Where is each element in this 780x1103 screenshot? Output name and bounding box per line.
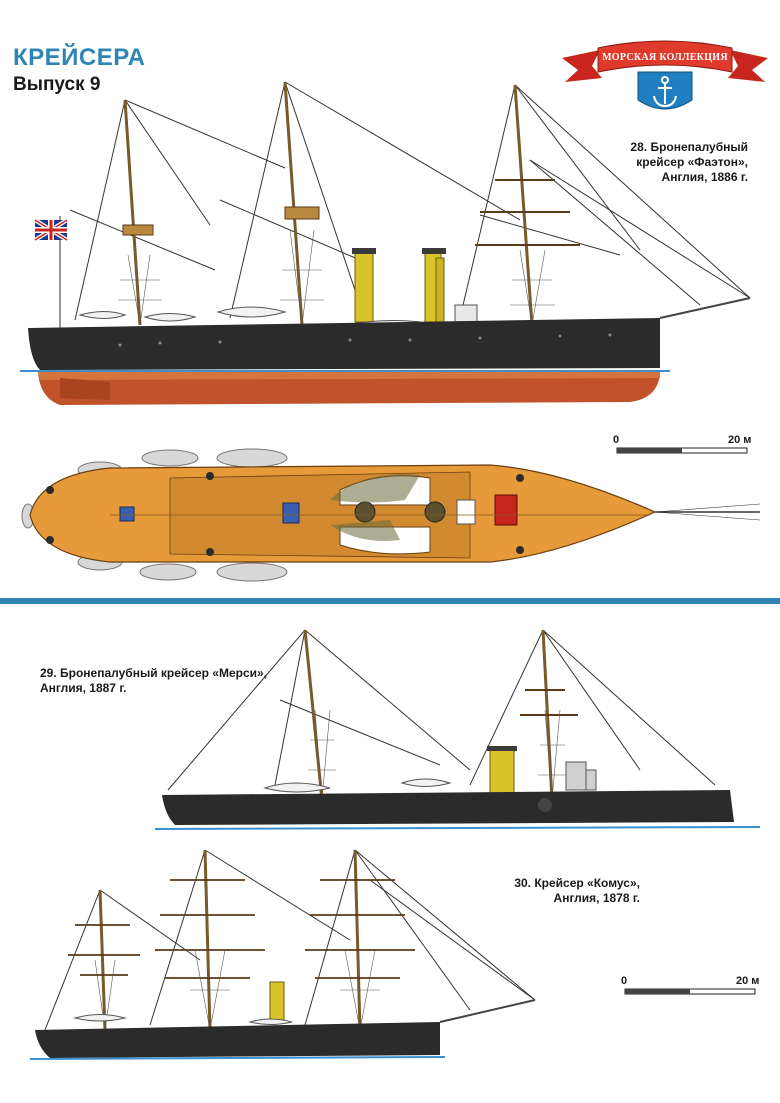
masts [123,81,534,326]
scale-end-label: 20 м [736,975,760,987]
hull-upper [28,318,660,370]
series-logo [562,40,768,110]
hull-29 [162,790,734,825]
caption-line: 28. Бронепалубный [630,140,748,154]
logo-text: МОРСКАЯ КОЛЛЕКЦИЯ [602,52,728,63]
funnels [352,248,446,323]
caption-ship-28: 28. Бронепалубный крейсер «Фаэтон», Англ… [588,140,748,185]
scale-start-label: 0 [621,975,628,987]
caption-ship-29: 29. Бронепалубный крейсер «Мерси», Англи… [40,666,300,696]
caption-line: Англия, 1886 г. [661,170,748,184]
rigging-lines [59,81,751,330]
union-jack-flag-icon [33,218,69,242]
caption-line: Англия, 1878 г. [553,891,640,905]
caption-ship-30: 30. Крейсер «Комус», Англия, 1878 г. [500,876,640,906]
caption-line: 29. Бронепалубный крейсер «Мерси», [40,666,268,680]
caption-line: 30. Крейсер «Комус», [514,876,640,890]
anchor-icon [653,76,677,108]
caption-line: крейсер «Фаэтон», [636,155,748,169]
hull-30 [35,1022,440,1058]
caption-line: Англия, 1887 г. [40,681,127,695]
issue-number: Выпуск 9 [13,74,101,95]
page-title: КРЕЙСЕРА [13,44,146,71]
scale-end-label: 20 м [728,434,752,446]
scale-start-label: 0 [613,434,620,446]
section-divider [0,598,780,604]
